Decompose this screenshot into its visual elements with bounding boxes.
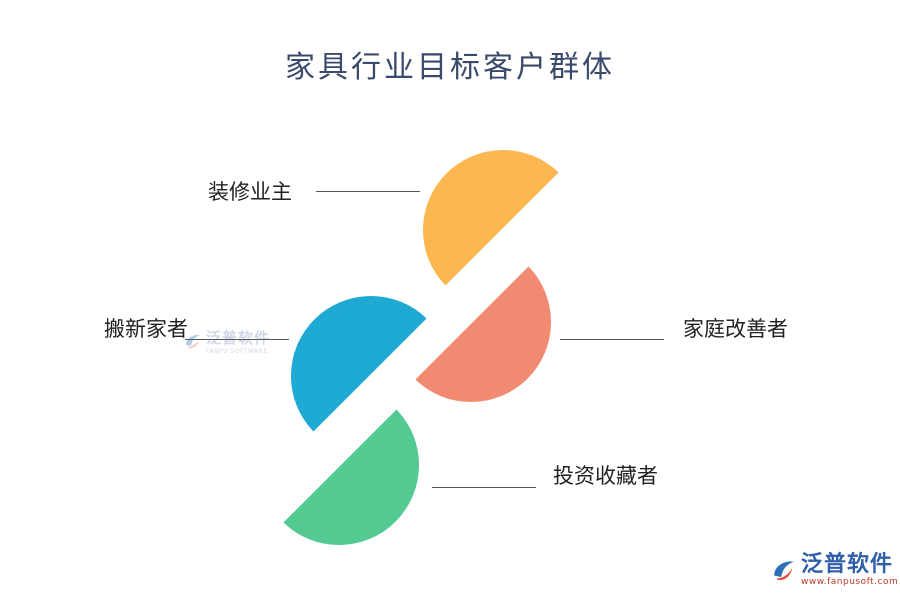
- brand-logo: 泛普软件 www.fanpusoft.com: [770, 553, 898, 587]
- label-decoration-owners: 装修业主: [208, 180, 292, 204]
- label-investors: 投资收藏者: [553, 464, 658, 488]
- label-movers: 搬新家者: [104, 317, 188, 341]
- fanpu-logo-icon: [774, 561, 794, 581]
- logo-name: 泛普软件: [801, 552, 894, 577]
- petal-investors: [283, 409, 420, 546]
- leader-line-decoration-owners: [316, 191, 420, 192]
- label-home-improvers: 家庭改善者: [683, 317, 788, 341]
- watermark-name: 泛普软件: [206, 329, 271, 347]
- watermark-center: 泛普软件 FANPU SOFTWARE: [183, 327, 270, 355]
- petal-decoration-owners: [422, 149, 559, 286]
- logo-url: www.fanpusoft.com: [801, 577, 899, 587]
- leader-line-movers: [185, 339, 289, 340]
- petal-home-improvers: [415, 266, 552, 403]
- page-title: 家具行业目标客户群体: [285, 50, 615, 85]
- leader-line-investors: [432, 487, 536, 488]
- leader-line-home-improvers: [560, 339, 664, 340]
- petal-movers: [290, 295, 427, 432]
- watermark-subtitle: FANPU SOFTWARE: [206, 348, 268, 355]
- fanpu-logo-icon: [186, 334, 200, 349]
